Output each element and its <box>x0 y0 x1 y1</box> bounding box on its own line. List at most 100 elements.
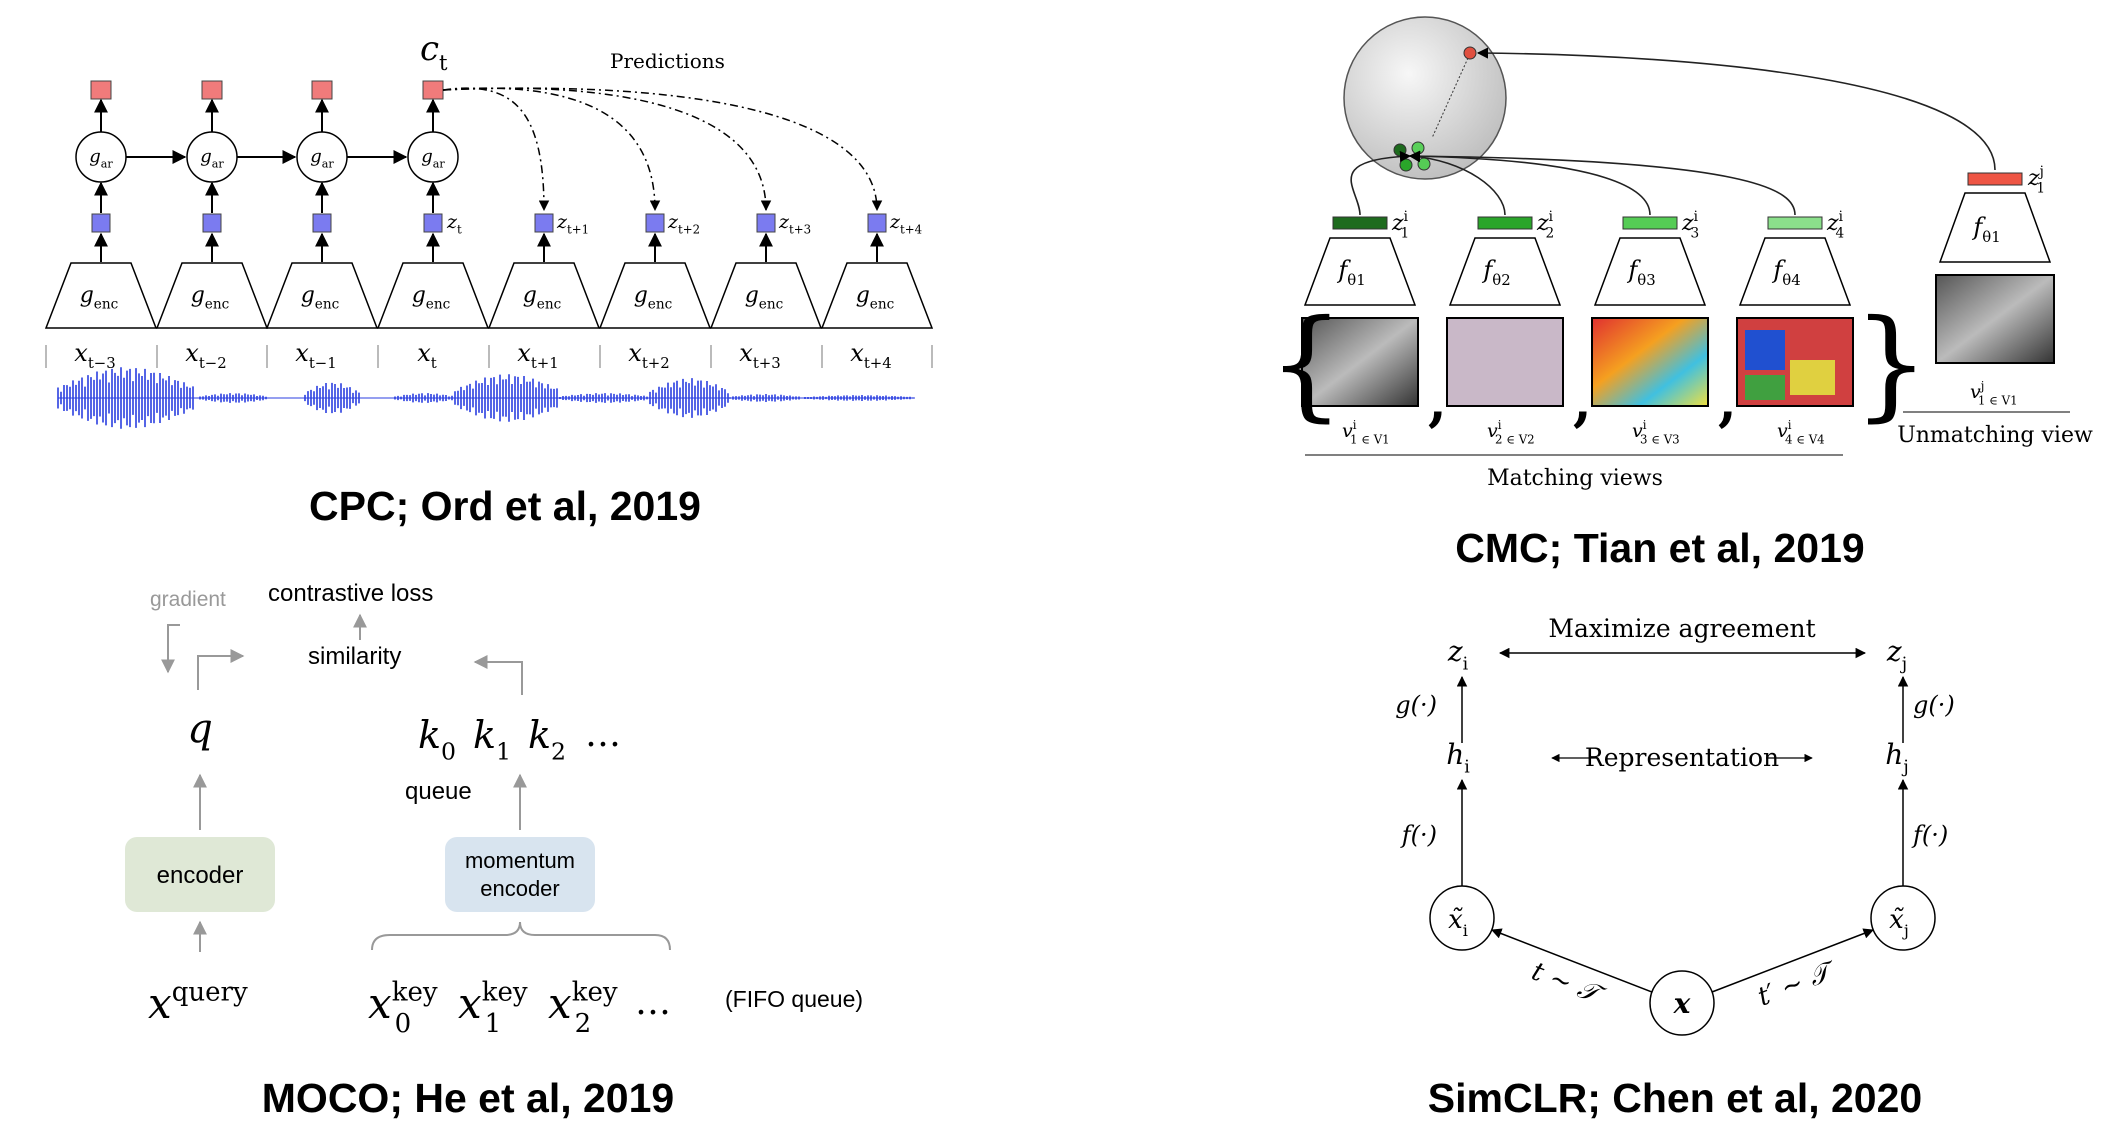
x-query-label: xquery <box>148 977 248 1028</box>
genc-encoder <box>487 262 601 329</box>
genc-label: genc <box>80 283 119 313</box>
fifo-queue-label: (FIFO queue) <box>725 986 863 1012</box>
t-prime-transform-label: t′ ∼ 𝒯 <box>1754 955 1842 1013</box>
t-prime-arrow <box>1711 928 1874 993</box>
genc-encoder <box>155 262 269 329</box>
distance-line <box>1431 57 1469 139</box>
embedding-bar <box>1622 216 1678 230</box>
latent-square <box>423 213 443 233</box>
maximize-agreement-label: Maximize agreement <box>1548 614 1815 643</box>
genc-encoder <box>709 262 823 329</box>
gar-label: gar <box>310 146 334 170</box>
gar-label: gar <box>200 146 224 170</box>
gradient-label: gradient <box>150 588 226 611</box>
x-label: xt−3 <box>74 339 115 372</box>
latent-square <box>867 213 887 233</box>
z-label: zt+1 <box>556 211 589 237</box>
view-encoder <box>1303 237 1417 306</box>
x-label: xt+4 <box>850 339 891 372</box>
ct-label: ct <box>420 29 448 75</box>
x-label: xt+1 <box>517 339 558 372</box>
embedding-arrow <box>1408 150 1651 216</box>
f-theta-label: fθ4 <box>1771 256 1800 289</box>
embedding-bar <box>1332 216 1388 230</box>
genc-label: genc <box>412 283 451 313</box>
h-i-label: hi <box>1446 738 1470 777</box>
z-label: zt+4 <box>889 211 922 237</box>
embedding-sphere <box>1343 16 1507 180</box>
unmatching-view-label: Unmatching view <box>1897 423 2093 448</box>
genc-encoder <box>598 262 712 329</box>
x-label: x <box>1673 987 1691 1020</box>
unmatch-encoder <box>1938 192 2052 263</box>
x-key-ellipsis: … <box>635 982 671 1023</box>
q-label: q <box>187 706 213 752</box>
gar-label: gar <box>421 146 445 170</box>
unmatch-arrow <box>1476 47 1996 171</box>
matched-embedding <box>1399 158 1413 172</box>
genc-encoder <box>44 262 158 329</box>
encoder-box <box>125 837 275 912</box>
g-label-right: g(·) <box>1913 691 1955 719</box>
similarity-label: similarity <box>308 643 401 670</box>
key-label: k2 <box>528 713 566 765</box>
context-square <box>90 80 112 100</box>
prediction-arrow <box>442 87 550 212</box>
right-brace: } <box>1853 295 1929 434</box>
embedding-bar <box>1477 216 1533 230</box>
z-i-label: zi <box>1447 635 1469 674</box>
prediction-arrow <box>442 87 661 212</box>
comma: , <box>1573 369 1592 433</box>
contrastive-loss-label: contrastive loss <box>268 580 433 607</box>
genc-label: genc <box>634 283 673 313</box>
x-label: xt+3 <box>739 339 780 372</box>
genc-encoder <box>820 262 934 329</box>
x-node <box>1649 970 1715 1036</box>
latent-square <box>312 213 332 233</box>
x-tilde-j-node <box>1870 885 1936 951</box>
g-label-left: g(·) <box>1395 691 1437 719</box>
f-label-left: f(·) <box>1400 821 1437 849</box>
segment-patch <box>1745 375 1785 400</box>
segment-patch <box>1790 360 1835 395</box>
x-tilde-j-label: x̃j <box>1889 905 1909 940</box>
z-label: zt <box>446 211 462 237</box>
moco-caption: MOCO; He et al, 2019 <box>262 1075 674 1121</box>
gradient-arrow <box>161 624 180 674</box>
encoder-label: encoder <box>157 862 244 889</box>
latent-square <box>202 213 222 233</box>
t-arrow <box>1491 928 1653 993</box>
unmatched-embedding <box>1463 46 1477 60</box>
z-label: zt+2 <box>667 211 700 237</box>
genc-encoder <box>265 262 379 329</box>
f-theta-label: fθ2 <box>1481 256 1510 289</box>
x-tilde-i-label: x̃i <box>1448 905 1468 940</box>
predictions-label: Predictions <box>610 49 725 73</box>
z-label: zt+3 <box>778 211 811 237</box>
prediction-arrow <box>442 87 772 212</box>
left-brace: { <box>1268 295 1344 434</box>
genc-label: genc <box>745 283 784 313</box>
momentum-encoder-box <box>445 837 595 912</box>
matched-embedding <box>1417 157 1431 171</box>
context-square <box>201 80 223 100</box>
cpc-caption: CPC; Ord et al, 2019 <box>309 483 701 529</box>
gar-label: gar <box>89 146 113 170</box>
queue-label: queue <box>405 778 472 805</box>
embedding-bar-unmatch <box>1967 172 2023 186</box>
simclr-caption: SimCLR; Chen et al, 2020 <box>1428 1075 1922 1121</box>
embedding-arrow <box>1350 150 1412 216</box>
x-label: xt−2 <box>185 339 226 372</box>
context-square <box>422 80 444 100</box>
q-arrow <box>197 649 245 690</box>
comma: , <box>1718 369 1737 433</box>
